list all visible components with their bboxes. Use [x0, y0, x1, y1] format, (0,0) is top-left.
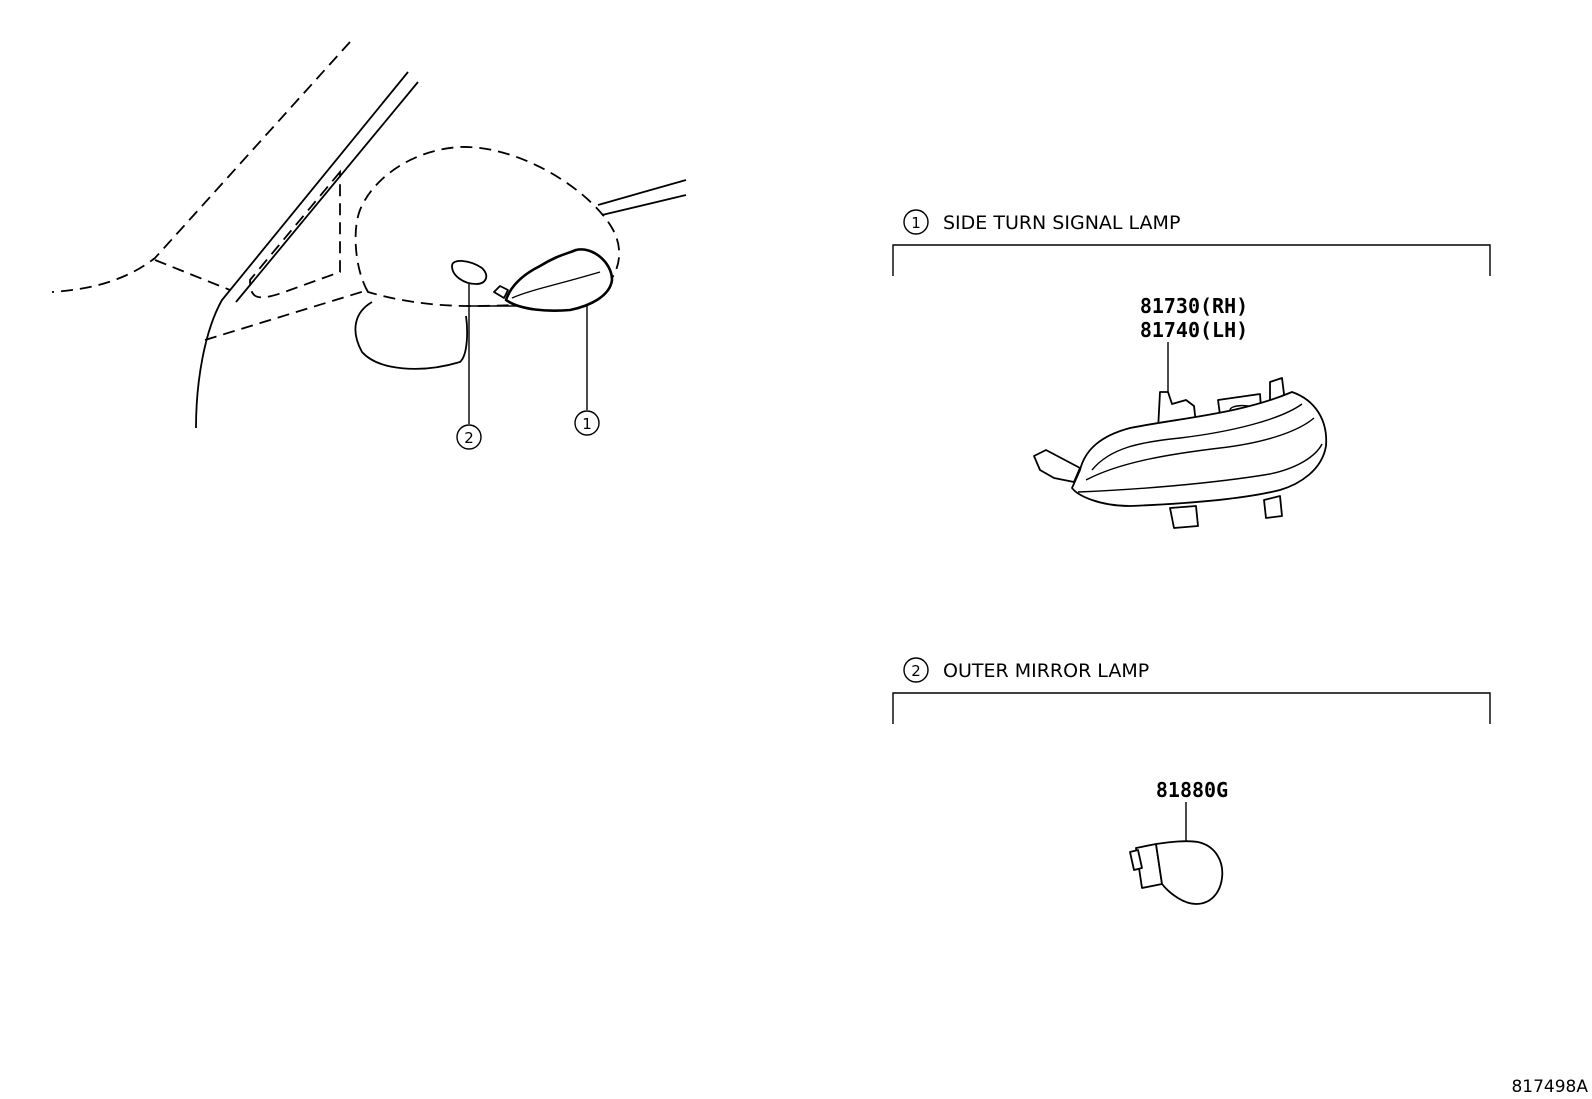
part-number-81730: 81730(RH) [1140, 294, 1248, 318]
section-1-title: SIDE TURN SIGNAL LAMP [943, 212, 1180, 234]
hood-line [154, 259, 231, 291]
turn-signal-lamp-drawing [1033, 377, 1328, 529]
bulb-base-tab [1129, 849, 1143, 871]
turn-signal-small-lens [511, 271, 601, 299]
section-side-turn-signal: 1 SIDE TURN SIGNAL LAMP 81730(RH) 81740(… [892, 209, 1491, 529]
windshield-edge-line [51, 41, 351, 293]
section-2-callout-number: 2 [911, 662, 921, 680]
turn-signal-small [504, 248, 614, 312]
section-outer-mirror-lamp: 2 OUTER MIRROR LAMP 81880G [892, 657, 1491, 905]
part-number-81740: 81740(LH) [1140, 318, 1248, 342]
turn-signal-lens-bottom [1077, 443, 1323, 493]
section-2-bracket [892, 692, 1491, 724]
door-frame-outer [195, 71, 409, 429]
part-number-81880g: 81880G [1156, 778, 1228, 802]
mirror-lamp-small [451, 260, 488, 285]
door-belt-line [204, 289, 369, 341]
vehicle-overview: 2 1 [51, 41, 687, 450]
callout-circle-1 [574, 410, 600, 436]
section-2-title: OUTER MIRROR LAMP [943, 660, 1149, 682]
illustration-code: 817498A [1511, 1077, 1588, 1097]
body-line-upper [597, 179, 687, 206]
section-1-bracket [892, 244, 1491, 276]
section-1-callout-number: 1 [911, 214, 921, 232]
callout-circle-2 [456, 424, 482, 450]
turn-signal-small-tab [493, 285, 509, 299]
bulb-glass [1155, 840, 1224, 905]
turn-signal-lens-top [1091, 403, 1303, 471]
callout-number-2: 2 [464, 429, 474, 447]
callout-number-1: 1 [582, 415, 592, 433]
body-line-lower [601, 194, 687, 216]
mirror-base [354, 301, 468, 370]
window-corner [249, 169, 341, 299]
turn-signal-bottom-tab [1263, 495, 1283, 519]
turn-signal-pin [1033, 449, 1081, 483]
section-2-callout-circle [903, 657, 929, 683]
wedge-bulb-drawing [1129, 840, 1224, 905]
turn-signal-housing [1071, 391, 1328, 507]
turn-signal-bottom-clip [1169, 505, 1199, 529]
door-frame-inner [235, 81, 419, 303]
turn-signal-lens-mid [1085, 417, 1315, 481]
section-1-callout-circle [903, 209, 929, 235]
